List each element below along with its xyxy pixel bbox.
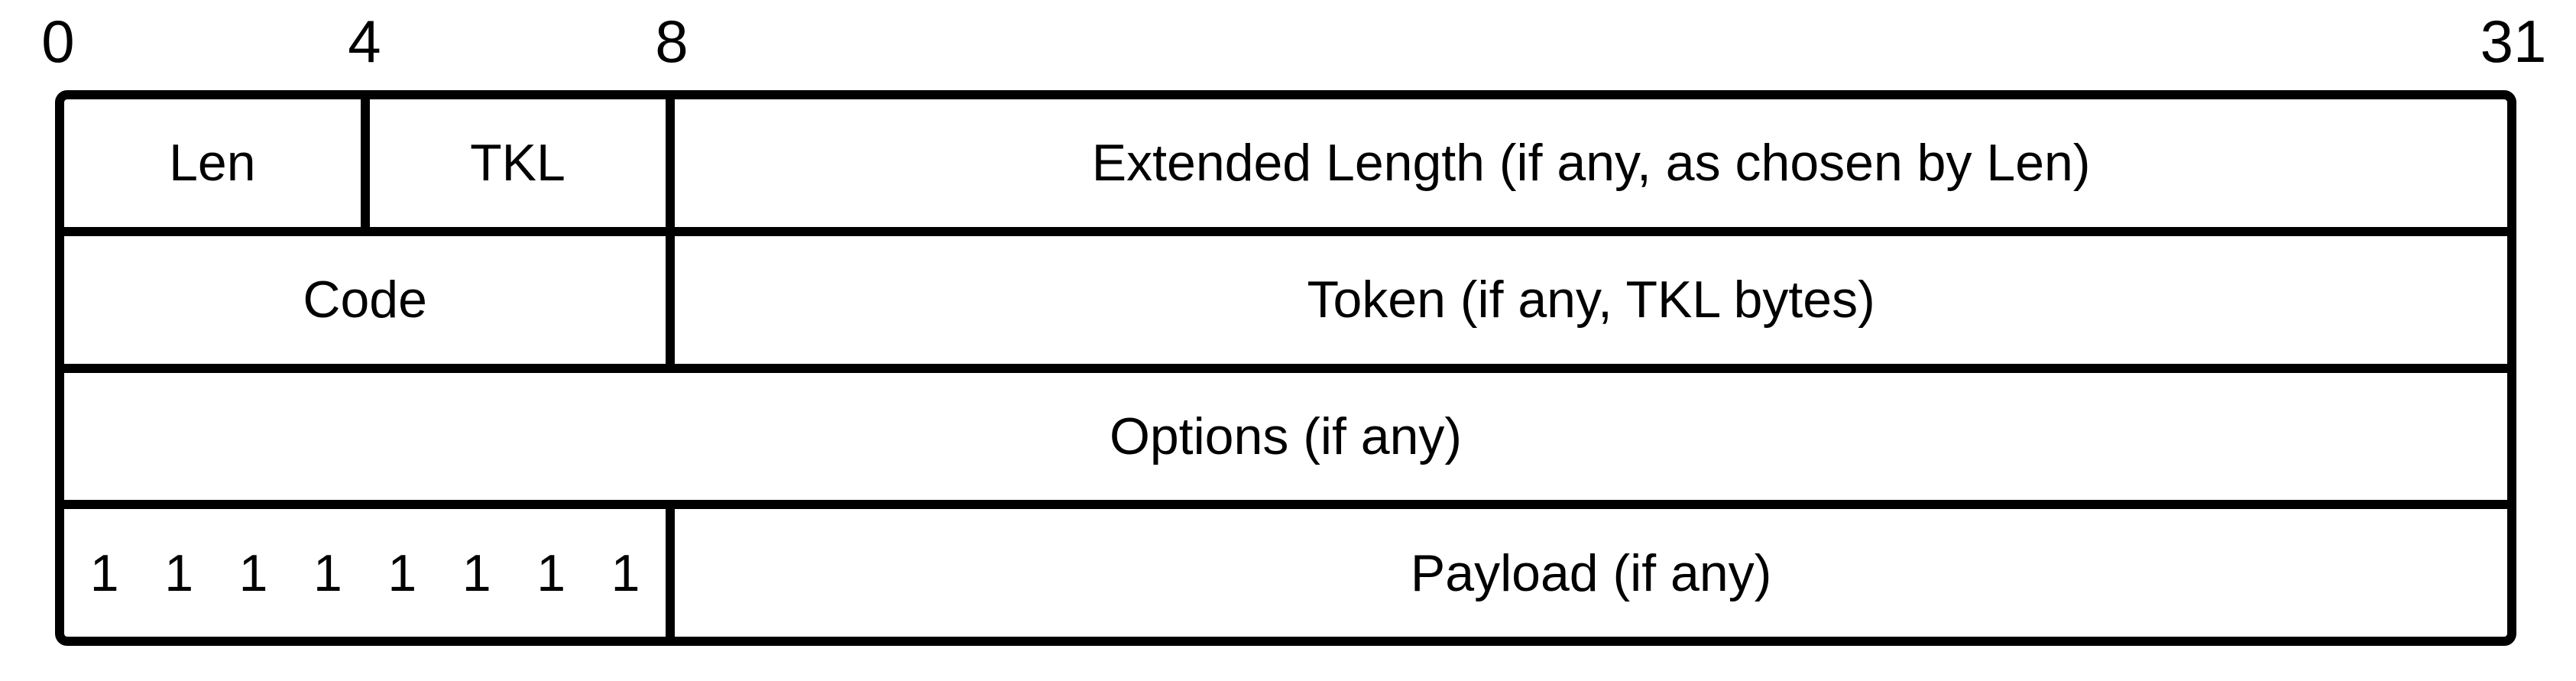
marker-bit: 1 (611, 543, 640, 602)
bit-marker-8: 8 (655, 8, 689, 75)
bit-marker-4: 4 (348, 8, 381, 75)
marker-bit: 1 (387, 543, 417, 602)
field-extended-length: Extended Length (if any, as chosen by Le… (1091, 134, 2091, 193)
field-tkl: TKL (370, 99, 676, 227)
row-header-2: Code Token (if any, TKL bytes) (64, 235, 2507, 373)
bit-marker-31: 31 (2480, 8, 2547, 75)
row-header-1: Len TKL Extended Length (if any, as chos… (64, 99, 2507, 236)
field-payload-marker: 1 1 1 1 1 1 1 1 (64, 509, 676, 637)
marker-bit: 1 (89, 543, 119, 602)
marker-bit: 1 (462, 543, 491, 602)
marker-bit: 1 (164, 543, 194, 602)
marker-bit: 1 (313, 543, 342, 602)
bit-marker-0: 0 (41, 8, 75, 75)
field-payload: Payload (if any) (1410, 543, 1772, 602)
marker-bit: 1 (238, 543, 268, 602)
field-code: Code (64, 235, 676, 364)
field-len: Len (64, 99, 370, 227)
field-token: Token (if any, TKL bytes) (1307, 271, 1875, 329)
row-payload: 1 1 1 1 1 1 1 1 Payload (if any) (64, 509, 2507, 637)
packet-frame: Len TKL Extended Length (if any, as chos… (55, 90, 2516, 646)
row-options: Options (if any) (64, 373, 2507, 510)
field-options: Options (if any) (1109, 407, 1463, 465)
marker-bit: 1 (536, 543, 566, 602)
